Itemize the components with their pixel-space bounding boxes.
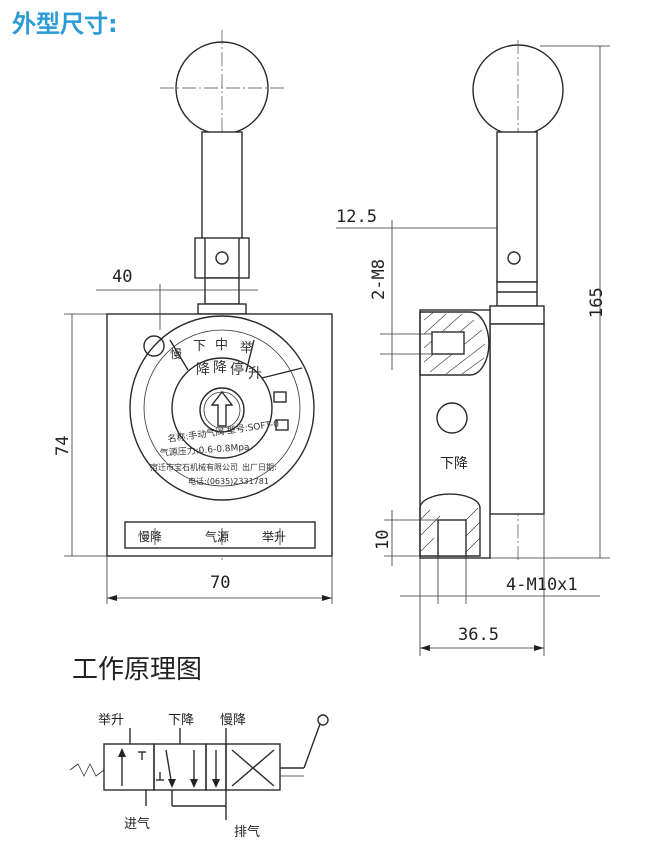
dial-phone: 电话:(0635)2331781 (188, 476, 269, 486)
dial-hub (199, 387, 245, 433)
dial-line-date: 出厂日期: (242, 462, 277, 472)
mounting-hole (143, 335, 165, 357)
dial-outer (129, 315, 315, 501)
dial-word-up: 升 (248, 366, 262, 382)
page-title: 外型尺寸: (12, 10, 118, 38)
dim-10: 10 (373, 530, 393, 550)
side-label-down: 下降 (440, 456, 468, 472)
dial-inner (171, 357, 273, 459)
dial-word-mid: 中 (215, 338, 228, 353)
dim-165: 165 (587, 287, 607, 318)
bottom-port (437, 519, 467, 557)
schematic-title: 工作原理图 (72, 655, 202, 685)
side-cylinder (489, 323, 545, 515)
dim-12-5: 12.5 (336, 207, 377, 227)
strip-label-slow: 慢降 (138, 530, 162, 544)
lever-knob-icon (317, 714, 329, 726)
dim-4m10: 4-M10x1 (506, 575, 578, 595)
front-view: 下 中 举 慢 降 降 停 升 名称:手动气阀 型号:SOFT-0 气源压力:0… (53, 30, 333, 604)
dim-2m8: 2-M8 (369, 259, 389, 300)
front-handle-rod (201, 131, 243, 243)
label-out: 排气 (234, 824, 260, 840)
label-slow: 慢降 (220, 712, 246, 728)
strip-label-air: 气源 (205, 529, 229, 544)
dim-70: 70 (210, 573, 230, 593)
dial-word-descend-2: 降 (213, 360, 227, 376)
dial-word-down: 下 (193, 339, 206, 354)
front-clevis (194, 237, 250, 279)
top-port (431, 331, 465, 355)
dial-word-descend-1: 降 (196, 362, 210, 378)
side-view: 下降 12.5 2-M8 165 10 4-M10x1 (336, 40, 610, 656)
dial-line-company: 宿迁市宝石机械有限公司 (150, 462, 238, 472)
side-hole (436, 402, 468, 434)
label-in: 进气 (124, 816, 150, 832)
schematic: 工作原理图 举升 下降 慢降 进气 排气 (69, 655, 329, 840)
dim-36-5: 36.5 (458, 625, 499, 645)
front-plate (106, 313, 333, 557)
arrow-up-icon (210, 390, 234, 427)
dim-40: 40 (112, 267, 132, 287)
side-handle-rod (496, 131, 538, 283)
strip-label-lift: 举升 (262, 530, 286, 544)
label-lift: 举升 (98, 713, 124, 728)
dial-word-slow: 慢 (170, 347, 182, 361)
bottom-label-strip (124, 521, 316, 549)
dial-word-lift: 举 (240, 341, 253, 356)
dial-word-stop: 停 (230, 361, 244, 378)
label-down: 下降 (168, 713, 194, 728)
dim-74: 74 (53, 436, 73, 456)
